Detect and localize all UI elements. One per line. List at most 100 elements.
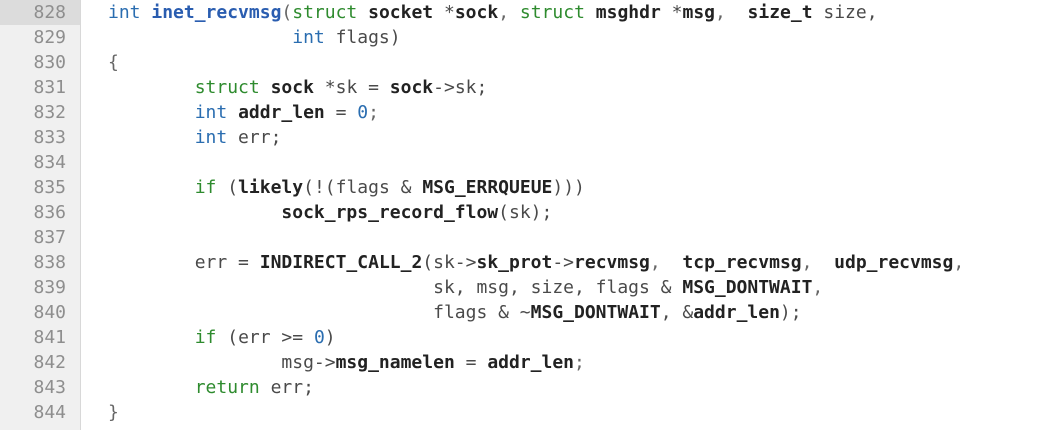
code-token: size,: [812, 2, 878, 23]
code-token: (: [216, 177, 239, 198]
code-token: flags & ~: [433, 302, 531, 323]
code-token: msg_namelen: [335, 352, 455, 373]
code-token: ,: [498, 2, 520, 23]
line-number: 837: [33, 227, 66, 248]
code-text: int inet_recvmsg(struct socket *sock, st…: [108, 0, 878, 25]
code-token: sock: [454, 2, 499, 23]
line-number: 830: [33, 52, 66, 73]
code-token: err;: [259, 377, 314, 398]
code-token: , &: [660, 302, 694, 323]
code-line[interactable]: 843 return err;: [0, 375, 1038, 400]
code-token: addr_len: [487, 352, 575, 373]
code-token: [141, 2, 152, 23]
code-line[interactable]: 844}: [0, 400, 1038, 425]
line-number: 844: [33, 402, 66, 423]
code-line[interactable]: 836 sock_rps_record_flow(sk);: [0, 200, 1038, 225]
code-token: struct: [194, 77, 260, 98]
code-line[interactable]: 835 if (likely(!(flags & MSG_ERRQUEUE))): [0, 175, 1038, 200]
code-token: [357, 2, 368, 23]
code-token: inet_recvmsg: [151, 2, 282, 23]
line-number: 839: [33, 277, 66, 298]
code-token: sock_rps_record_flow: [281, 202, 499, 223]
code-line[interactable]: 837: [0, 225, 1038, 250]
code-token: [260, 77, 271, 98]
line-number: 840: [33, 302, 66, 323]
code-text: struct sock *sk = sock->sk;: [108, 75, 488, 100]
code-token: return: [194, 377, 260, 398]
code-token: int: [194, 127, 228, 148]
code-token: [108, 102, 195, 123]
code-token: msg->: [281, 352, 336, 373]
code-line[interactable]: 840 flags & ~MSG_DONTWAIT, &addr_len);: [0, 300, 1038, 325]
line-number: 828: [0, 0, 80, 25]
code-token: [108, 327, 195, 348]
code-token: ;: [368, 102, 379, 123]
code-line[interactable]: 828 int inet_recvmsg(struct socket *sock,…: [0, 0, 1038, 25]
code-token: recvmsg: [574, 252, 650, 273]
code-token: socket: [368, 2, 434, 23]
code-token: size_t: [747, 2, 813, 23]
code-token: (sk->: [422, 252, 477, 273]
code-token: ,: [812, 277, 824, 298]
code-token: err =: [194, 252, 260, 273]
code-token: ->sk;: [433, 77, 488, 98]
code-token: *: [433, 2, 455, 23]
code-text: flags & ~MSG_DONTWAIT, &addr_len);: [108, 300, 802, 325]
code-token: (err >=: [216, 327, 314, 348]
code-token: );: [779, 302, 802, 323]
code-token: ,: [649, 252, 683, 273]
code-token: err;: [227, 127, 282, 148]
code-text: }: [108, 400, 119, 425]
code-token: MSG_ERRQUEUE: [422, 177, 553, 198]
code-token: 0: [313, 327, 325, 348]
code-token: *sk =: [313, 77, 390, 98]
code-line[interactable]: 831 struct sock *sk = sock->sk;: [0, 75, 1038, 100]
code-line[interactable]: 830 {: [0, 50, 1038, 75]
code-token: {: [108, 52, 119, 73]
code-token: int: [194, 102, 228, 123]
code-token: [108, 127, 195, 148]
code-token: }: [108, 402, 119, 423]
code-line[interactable]: 833 int err;: [0, 125, 1038, 150]
code-line[interactable]: 838 err = INDIRECT_CALL_2(sk->sk_prot->r…: [0, 250, 1038, 275]
code-token: struct: [292, 2, 358, 23]
line-number: 838: [33, 252, 66, 273]
code-token: [108, 302, 433, 323]
code-line[interactable]: 834: [0, 150, 1038, 175]
code-token: INDIRECT_CALL_2: [259, 252, 423, 273]
line-number: 832: [33, 102, 66, 123]
code-token: tcp_recvmsg: [682, 252, 802, 273]
code-token: [108, 277, 433, 298]
line-number: 833: [33, 127, 66, 148]
code-token: ;: [574, 352, 585, 373]
line-number: 841: [33, 327, 66, 348]
code-line[interactable]: 829 int flags): [0, 25, 1038, 50]
code-token: [108, 177, 195, 198]
code-line[interactable]: 832 int addr_len = 0;: [0, 100, 1038, 125]
code-line[interactable]: 839 sk, msg, size, flags & MSG_DONTWAIT,: [0, 275, 1038, 300]
code-token: MSG_DONTWAIT: [682, 277, 813, 298]
code-token: =: [324, 102, 358, 123]
line-number: 843: [33, 377, 66, 398]
code-text: msg->msg_namelen = addr_len;: [108, 350, 585, 375]
code-token: [108, 352, 281, 373]
code-token: struct: [519, 2, 585, 23]
code-text: {: [108, 50, 119, 75]
code-token: likely: [238, 177, 304, 198]
code-text: int err;: [108, 125, 282, 150]
code-token: ->: [552, 252, 575, 273]
code-line[interactable]: 842 msg->msg_namelen = addr_len;: [0, 350, 1038, 375]
line-number: 835: [33, 177, 66, 198]
code-token: sk, msg, size, flags &: [433, 277, 683, 298]
code-token: addr_len: [693, 302, 780, 323]
code-token: [108, 377, 195, 398]
code-text: int flags): [108, 25, 401, 50]
code-token: udp_recvmsg: [834, 252, 954, 273]
code-token: ,: [801, 252, 835, 273]
code-token: ): [324, 327, 336, 348]
code-token: flags): [324, 27, 401, 48]
code-token: msg: [682, 2, 715, 23]
code-line[interactable]: 841 if (err >= 0): [0, 325, 1038, 350]
